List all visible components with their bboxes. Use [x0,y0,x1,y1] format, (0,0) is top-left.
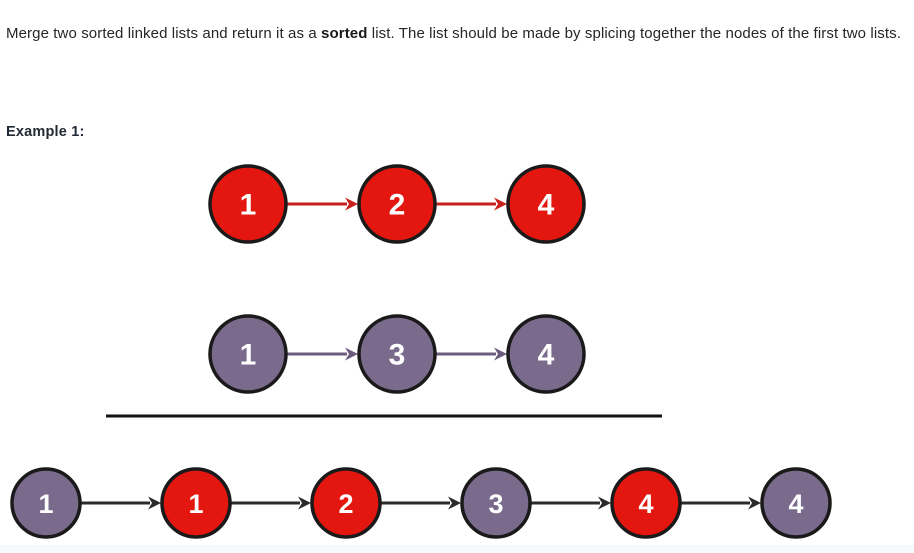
list2-node-0[interactable]: 1 [208,314,288,394]
list2-node-2[interactable]: 4 [506,314,586,394]
node-circle[interactable] [760,467,832,539]
node-circle[interactable] [460,467,532,539]
node-value: 1 [240,189,257,222]
list1-node-2[interactable]: 4 [506,164,586,244]
arrow-head [148,496,161,510]
merged-list-arrow-0 [81,496,161,510]
node-value: 4 [788,489,803,519]
node-value: 4 [538,339,555,372]
statement-part-2: list. The list should be made by splicin… [367,25,901,42]
merged-list-node-4[interactable]: 4 [610,467,682,539]
statement-part-1: Merge two sorted linked lists and return… [6,25,322,42]
list1-node-0[interactable]: 1 [208,164,288,244]
arrow-head [345,347,358,361]
node-circle[interactable] [357,314,437,394]
merged-list-arrow-3 [531,496,611,510]
list1-node-1[interactable]: 2 [357,164,437,244]
node-value: 4 [638,489,653,519]
node-value: 2 [389,189,406,222]
node-value: 1 [38,489,53,519]
node-circle[interactable] [160,467,232,539]
list2-arrow-0 [287,347,358,361]
arrow-head [345,197,358,211]
arrow-head [494,347,507,361]
node-circle[interactable] [10,467,82,539]
node-circle[interactable] [310,467,382,539]
node-circle[interactable] [506,314,586,394]
merged-list: 1 1 2 3 4 4 [10,467,832,539]
list2-node-1[interactable]: 3 [357,314,437,394]
statement-emphasis: sorted [321,25,368,42]
merged-list-node-0[interactable]: 1 [10,467,82,539]
node-circle[interactable] [208,314,288,394]
merged-list-node-5[interactable]: 4 [760,467,832,539]
node-value: 3 [488,489,503,519]
node-value: 4 [538,189,555,222]
list1-arrow-0 [287,197,358,211]
linked-list-diagram: 1 2 4 1 3 4 1 1 2 3 4 4 [0,150,914,553]
problem-statement: Merge two sorted linked lists and return… [6,21,908,47]
list1: 1 2 4 [208,164,586,244]
node-circle[interactable] [610,467,682,539]
arrow-head [748,496,761,510]
node-circle[interactable] [208,164,288,244]
node-value: 2 [338,489,353,519]
example-1-label: Example 1: [6,124,85,140]
arrow-head [494,197,507,211]
list2-arrow-1 [436,347,507,361]
arrow-head [598,496,611,510]
merged-list-node-1[interactable]: 1 [160,467,232,539]
list1-arrow-1 [436,197,507,211]
merged-list-node-2[interactable]: 2 [310,467,382,539]
merged-list-arrow-1 [231,496,311,510]
node-value: 3 [389,339,406,372]
node-circle[interactable] [506,164,586,244]
merged-list-arrow-2 [381,496,461,510]
node-circle[interactable] [357,164,437,244]
node-value: 1 [240,339,257,372]
merged-list-node-3[interactable]: 3 [460,467,532,539]
node-value: 1 [188,489,203,519]
diagram-bottom-strip [0,545,914,553]
merged-list-arrow-4 [681,496,761,510]
list2: 1 3 4 [208,314,586,394]
diagram-canvas: 1 2 4 1 3 4 1 1 2 3 4 4 [10,164,832,539]
arrow-head [298,496,311,510]
arrow-head [448,496,461,510]
